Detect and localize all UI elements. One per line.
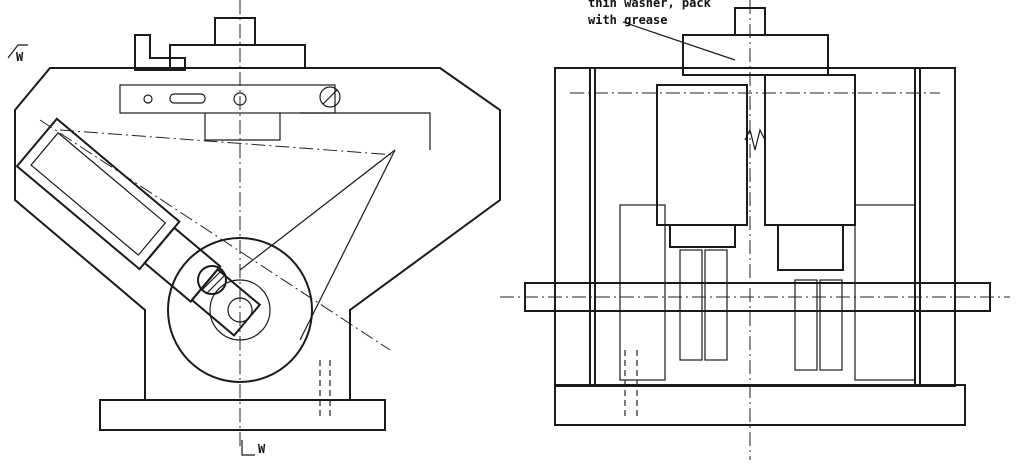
top-nut — [214, 17, 256, 46]
front-view — [500, 0, 1010, 460]
note-line-2: with grease — [588, 13, 668, 27]
base-plate-right — [554, 384, 966, 426]
tilted-cylinder — [15, 117, 262, 337]
handle-lever — [134, 34, 186, 71]
section-mark-bottom: W — [258, 442, 266, 456]
frame — [589, 67, 921, 387]
drive-wheel — [167, 237, 313, 383]
top-block — [169, 44, 306, 69]
pin-section — [197, 265, 227, 295]
note-line-1: thin washer, pack — [588, 0, 711, 10]
slide-bar — [119, 84, 336, 114]
section-mark-top: W — [16, 50, 24, 64]
cylinder-right — [764, 74, 856, 226]
side-view — [7, 0, 501, 456]
cylinder-left — [656, 84, 748, 226]
screw-head — [319, 86, 341, 108]
base-plate — [99, 399, 386, 431]
body-outline — [14, 67, 501, 401]
